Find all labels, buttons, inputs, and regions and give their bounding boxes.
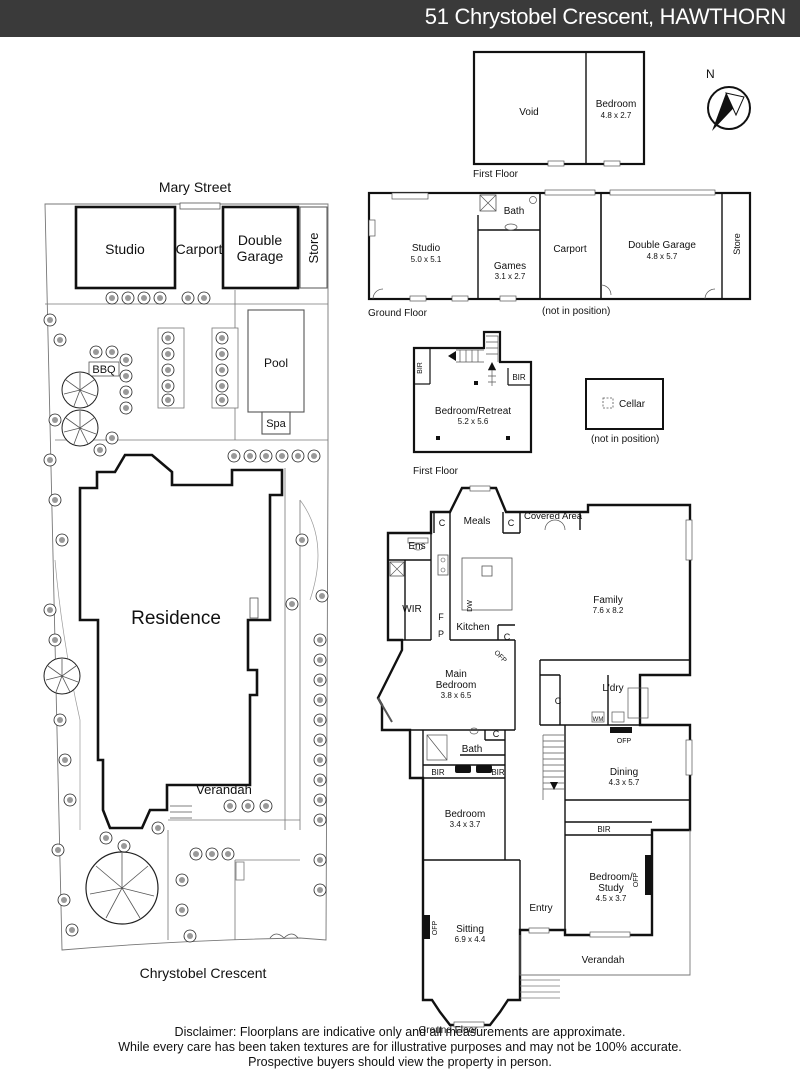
covered-area-label: Covered Area (524, 511, 583, 522)
sitting-dim: 6.9 x 4.4 (455, 935, 486, 944)
disclaimer-line-2: While every care has been taken textures… (118, 1040, 682, 1054)
outbuilding-bedroom-dim: 4.8 x 2.7 (601, 111, 632, 120)
pantry-label: P (438, 629, 444, 639)
bath-label: Bath (462, 744, 483, 755)
retreat-label: Bedroom/Retreat (435, 406, 511, 417)
og-double-garage-dim: 4.8 x 5.7 (647, 252, 678, 261)
disclaimer-line-3: Prospective buyers should view the prope… (248, 1055, 552, 1069)
outbuilding-ground-floor: Studio 5.0 x 5.1 Bath Games 3.1 x 2.7 Ca… (367, 189, 752, 319)
ens-label: Ens (408, 541, 425, 552)
site-double-garage-label-1: Double (238, 232, 283, 248)
fridge-label: F (438, 612, 444, 622)
kitchen-label: Kitchen (456, 622, 489, 633)
wir-label: WIR (402, 604, 421, 615)
house-ground-floor-label: Ground Floor (419, 1025, 479, 1036)
street-mary-label: Mary Street (159, 179, 231, 195)
og-not-in-position-note: (not in position) (542, 306, 610, 317)
street-chrystobel-label: Chrystobel Crescent (140, 965, 267, 981)
site-store-label: Store (306, 232, 321, 263)
bir-bedroom-left: BIR (431, 768, 445, 777)
site-pool-label: Pool (264, 356, 288, 370)
dining-dim: 4.3 x 5.7 (609, 778, 640, 787)
og-carport-label: Carport (553, 244, 587, 255)
cellar-label: Cellar (619, 399, 646, 410)
family-label: Family (593, 595, 622, 606)
og-studio-dim: 5.0 x 5.1 (411, 255, 442, 264)
meals-label: Meals (464, 516, 491, 527)
outbuilding-bedroom-label: Bedroom (596, 99, 637, 110)
ofp-dining: OFP (617, 738, 632, 745)
cupboard-meals-right: C (508, 518, 515, 528)
main-bedroom-label-1: Main (445, 669, 467, 680)
large-tree (85, 851, 159, 925)
cupboard-kitchen: C (504, 632, 511, 642)
dw-label: DW (467, 600, 474, 612)
bedroom-study-label-2: Study (598, 883, 624, 894)
site-spa-label: Spa (266, 418, 286, 430)
site-verandah-label: Verandah (196, 782, 252, 797)
sitting-label: Sitting (456, 924, 484, 935)
cupboard-bath: C (493, 729, 500, 739)
cellar: Cellar (not in position) (585, 378, 664, 445)
compass-north-label: N (706, 67, 715, 81)
retreat-first-floor-label: First Floor (413, 466, 459, 477)
og-store-label: Store (732, 233, 742, 255)
page-title: 51 Chrystobel Crescent, HAWTHORN (424, 4, 787, 29)
house-verandah-label: Verandah (582, 955, 625, 966)
site-plan: Studio Carport Double Garage Store BBQ P… (43, 179, 329, 981)
dining-label: Dining (610, 767, 638, 778)
bedroom-study-label-1: Bedroom/ (589, 872, 633, 883)
og-ground-floor-label: Ground Floor (368, 308, 428, 319)
ofp-study: OFP (633, 872, 640, 887)
site-carport-label: Carport (176, 241, 223, 257)
og-double-garage-label: Double Garage (628, 240, 696, 251)
bir-study: BIR (597, 825, 611, 834)
og-studio-label: Studio (412, 243, 441, 254)
retreat-dim: 5.2 x 5.6 (458, 417, 489, 426)
og-bath-label: Bath (504, 206, 525, 217)
bedroom-study-dim: 4.5 x 3.7 (596, 894, 627, 903)
og-games-label: Games (494, 261, 526, 272)
bedroom-dim: 3.4 x 3.7 (450, 820, 481, 829)
house-ground-floor: Meals C C Covered Area Ens WIR DW F P Ki… (376, 485, 693, 1036)
cellar-note: (not in position) (591, 434, 659, 445)
site-residence-label: Residence (131, 608, 221, 629)
main-bedroom-label-2: Bedroom (436, 680, 477, 691)
header-bar: 51 Chrystobel Crescent, HAWTHORN (0, 0, 800, 37)
void-label: Void (519, 107, 538, 118)
entry-label: Entry (529, 903, 552, 914)
bir-bedroom-right: BIR (491, 768, 505, 777)
cupboard-meals-left: C (439, 518, 446, 528)
bedroom-label: Bedroom (445, 809, 486, 820)
laundry-label: L'dry (602, 683, 623, 694)
main-bedroom-dim: 3.8 x 6.5 (441, 691, 472, 700)
compass: N (706, 67, 751, 131)
outbuilding-first-floor: Void Bedroom 4.8 x 2.7 First Floor (472, 50, 646, 180)
retreat-first-floor: BIR BIR Bedroom/Retreat 5.2 x 5.6 First … (412, 330, 533, 477)
og-games-dim: 3.1 x 2.7 (495, 272, 526, 281)
wm-label: WM (593, 717, 604, 723)
retreat-bir-left: BIR (417, 362, 424, 374)
ofp-sitting: OFP (432, 920, 439, 935)
site-double-garage-label-2: Garage (237, 248, 284, 264)
site-bbq-label: BBQ (92, 364, 116, 376)
site-studio-label: Studio (105, 241, 145, 257)
disclaimer-line-1: Disclaimer: Floorplans are indicative on… (174, 1025, 626, 1039)
cupboard-hall: C (555, 696, 562, 706)
retreat-bir-right: BIR (512, 373, 526, 382)
disclaimer: Disclaimer: Floorplans are indicative on… (0, 1025, 800, 1070)
family-dim: 7.6 x 8.2 (593, 606, 624, 615)
outbuilding-first-floor-label: First Floor (473, 169, 519, 180)
